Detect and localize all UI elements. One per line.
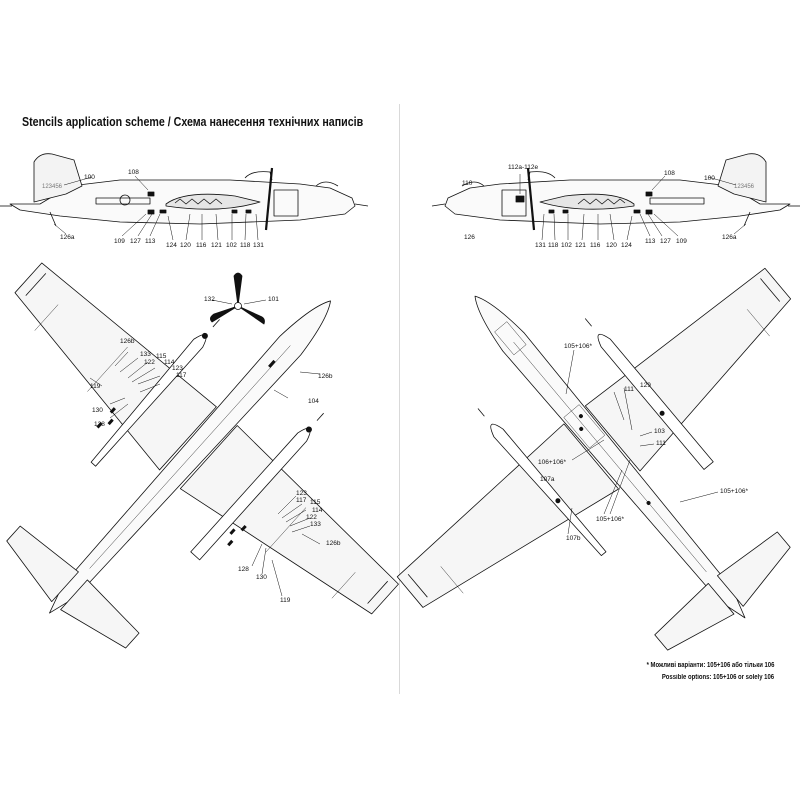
callout-label: 129 [640,382,651,389]
callout-label: 123 [172,365,183,372]
callout-label: 133 [310,521,321,528]
callout-label: 127 [660,238,671,245]
callout-label: 114 [164,359,175,366]
footnote-english: Possible options: 105+106 or solely 106 [661,674,774,681]
center-divider [399,104,400,694]
callout-label: 121 [211,242,222,249]
callout-label: 110 [462,180,473,187]
callout-label: 115 [310,499,321,506]
footnote-ukrainian: * Можливі варіанти: 105+106 або тільки 1… [646,662,774,669]
top-view-leaders [89,351,321,597]
callout-label: 126 [464,234,475,241]
callout-label: 124 [166,242,177,249]
callout-label: 108 [664,170,675,177]
callout-label: 123 [296,490,307,497]
callout-label: 109 [114,238,125,245]
callout-label: 133 [140,351,151,358]
tail-serial: 123456 [734,184,755,190]
callout-label: 111 [656,440,666,447]
callout-label: 105+106* [564,343,593,350]
callout-label: 128 [238,566,249,573]
callout-label: 102 [561,242,572,249]
bottom-view [396,267,792,651]
callout-label: 101 [268,296,279,303]
callout-label: 117 [296,497,307,504]
callout-label: 109 [676,238,687,245]
callout-label: 130 [92,407,103,414]
callout-label: 130 [256,574,267,581]
callout-label: 122 [306,514,317,521]
tail-serial: 123456 [42,184,63,190]
callout-label: 107b [566,535,581,542]
callout-label: 115 [156,353,167,360]
callout-label: 117 [176,372,187,379]
callout-label: 100 [84,174,95,181]
callout-label: 100 [704,175,715,182]
callout-label: 118 [548,242,559,249]
callout-label: 132 [204,296,215,303]
callout-label: 131 [535,242,546,249]
callout-label: 103 [654,428,665,435]
callout-label: 126b [326,540,341,547]
callout-label: 131 [253,242,264,249]
callout-label: 112a-112e [508,164,539,171]
callout-label: 116 [196,242,207,249]
callout-label: 120 [606,242,617,249]
callout-label: 116 [590,242,601,249]
side-view-right [431,153,800,241]
callout-label: 106+106* [538,459,567,466]
callout-label: 107a [540,476,555,483]
callout-label: 126b [318,373,333,380]
callout-label: 105+106* [720,488,749,495]
side-view-left [0,153,369,241]
callout-label: 122 [144,359,155,366]
top-view [6,262,399,649]
page-title: Stencils application scheme / Схема нане… [22,114,364,129]
callout-label: 114 [312,507,323,514]
callout-label: 119 [90,383,101,390]
callout-label: 121 [575,242,586,249]
callout-label: 104 [308,398,319,405]
callout-label: 126a [60,234,75,241]
callout-label: 102 [226,242,237,249]
callout-label: 124 [621,242,632,249]
callout-label: 105+106* [596,516,625,523]
callout-label: 118 [240,242,251,249]
callout-label: 113 [145,238,156,245]
callout-label: 108 [128,169,139,176]
bottom-view-leaders [565,349,719,535]
callout-label: 126a [722,234,737,241]
callout-label: 120 [180,242,191,249]
callout-label: 111 [624,386,634,393]
callout-label: 128 [94,421,105,428]
callout-label: 127 [130,238,141,245]
propeller-drawing [210,272,267,325]
callout-label: 126b [120,338,135,345]
callout-label: 119 [280,597,291,604]
callout-label: 113 [645,238,656,245]
